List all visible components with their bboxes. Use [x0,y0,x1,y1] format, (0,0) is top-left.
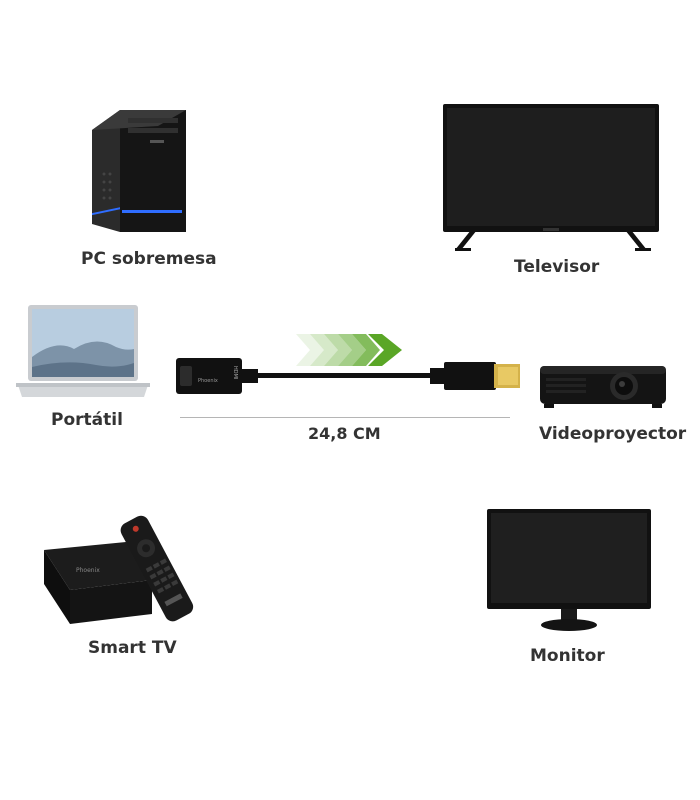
tv-image [443,104,659,254]
laptop-label: Portátil [51,410,123,430]
pc-tower-image [88,104,192,238]
smart-tv-label: Smart TV [88,638,177,658]
laptop-image [16,305,150,401]
monitor-label: Monitor [530,646,605,666]
smart-tv-box-image: Phoenix [40,508,204,630]
projector-label: Videoproyector [539,424,687,444]
adapter-port-text: HDMI [232,366,238,379]
adapter-brand-text: Phoenix [198,378,218,384]
projector-image [538,362,670,410]
dimension-line [180,417,510,418]
tv-label: Televisor [514,257,600,277]
monitor-image [487,509,651,637]
transfer-arrows-icon [296,334,404,366]
box-brand-text: Phoenix [76,567,100,574]
hdmi-adapter-cable-image: Phoenix HDMI [176,352,524,400]
pc-label: PC sobremesa [81,249,217,269]
cable-length-label: 24,8 CM [308,424,381,443]
